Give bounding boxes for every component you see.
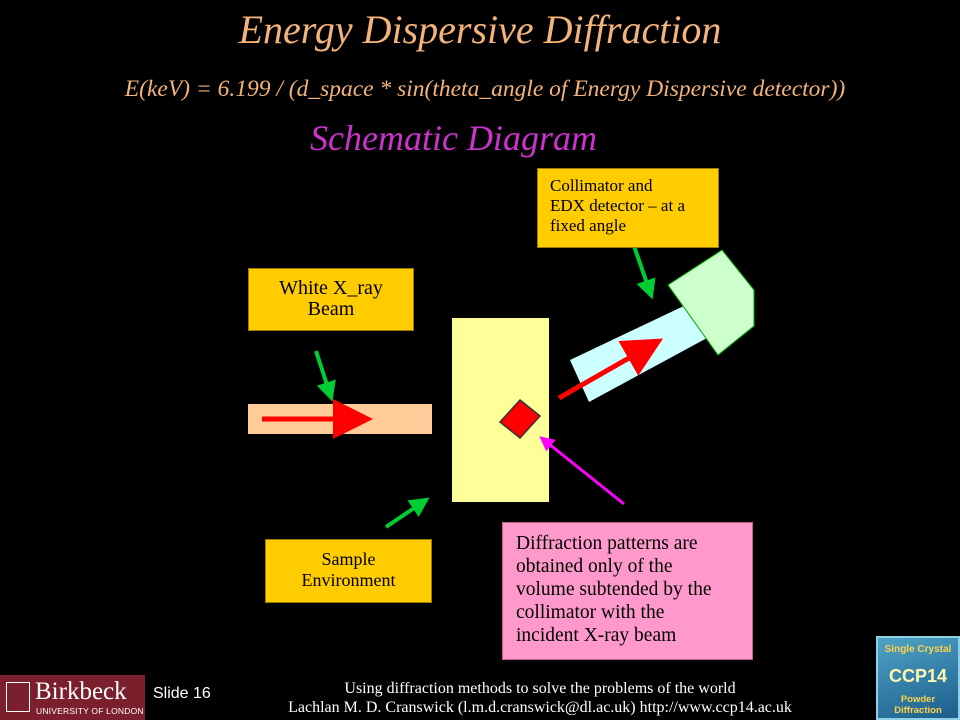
sample (498, 398, 542, 440)
diffraction-note-line: volume subtended by the (516, 579, 712, 600)
footer-line-1: Using diffraction methods to solve the p… (344, 680, 736, 697)
collimator-label: Collimator and EDX detector – at a fixed… (537, 168, 719, 248)
ccp14-line-2: CCP14 (888, 666, 948, 686)
diffracted-arrow (557, 338, 664, 401)
ccp14-line-1: Single Crystal (884, 644, 952, 655)
collimator-label-line: fixed angle (550, 216, 626, 235)
white-beam-label-line: White X_ray (279, 277, 383, 299)
birkbeck-logo: Birkbeck UNIVERSITY OF LONDON (0, 675, 145, 720)
sample-env-label-line: Environment (301, 570, 396, 590)
collimator-label-line: EDX detector – at a (550, 196, 685, 215)
crest-icon (6, 682, 30, 712)
diffraction-note: Diffraction patterns are obtained only o… (502, 522, 753, 660)
white-beam-pointer (314, 350, 336, 402)
white-beam-label: White X_ray Beam (248, 268, 414, 331)
diffraction-note-line: incident X-ray beam (516, 625, 677, 646)
diffraction-note-line: Diffraction patterns are (516, 533, 698, 554)
slide-number: Slide 16 (153, 685, 211, 702)
diffraction-note-line: obtained only of the (516, 556, 673, 577)
sample-environment-label: Sample Environment (265, 539, 432, 603)
white-beam-label-line: Beam (307, 298, 355, 320)
sample-env-pointer (384, 497, 430, 529)
ccp14-line-3: Powder Diffraction (894, 694, 942, 716)
slide-title: Energy Dispersive Diffraction (238, 7, 722, 52)
diagram-subtitle: Schematic Diagram (310, 118, 597, 158)
collimator-label-line: Collimator and (550, 176, 653, 195)
footer-line-2: Lachlan M. D. Cranswick (l.m.d.cranswick… (288, 699, 792, 716)
collimator-pointer (632, 245, 656, 300)
diffraction-note-line: collimator with the (516, 602, 665, 623)
birkbeck-name: Birkbeck (35, 678, 127, 705)
sample-env-label-line: Sample (321, 549, 376, 569)
edx-detector (667, 249, 755, 356)
sample-volume-pointer (539, 436, 625, 506)
birkbeck-sub: UNIVERSITY OF LONDON (36, 706, 144, 716)
sample-environment (452, 318, 549, 502)
ccp14-logo: Single Crystal CCP14 Powder Diffraction (876, 636, 960, 720)
energy-formula: E(keV) = 6.199 / (d_space * sin(theta_an… (124, 76, 846, 102)
